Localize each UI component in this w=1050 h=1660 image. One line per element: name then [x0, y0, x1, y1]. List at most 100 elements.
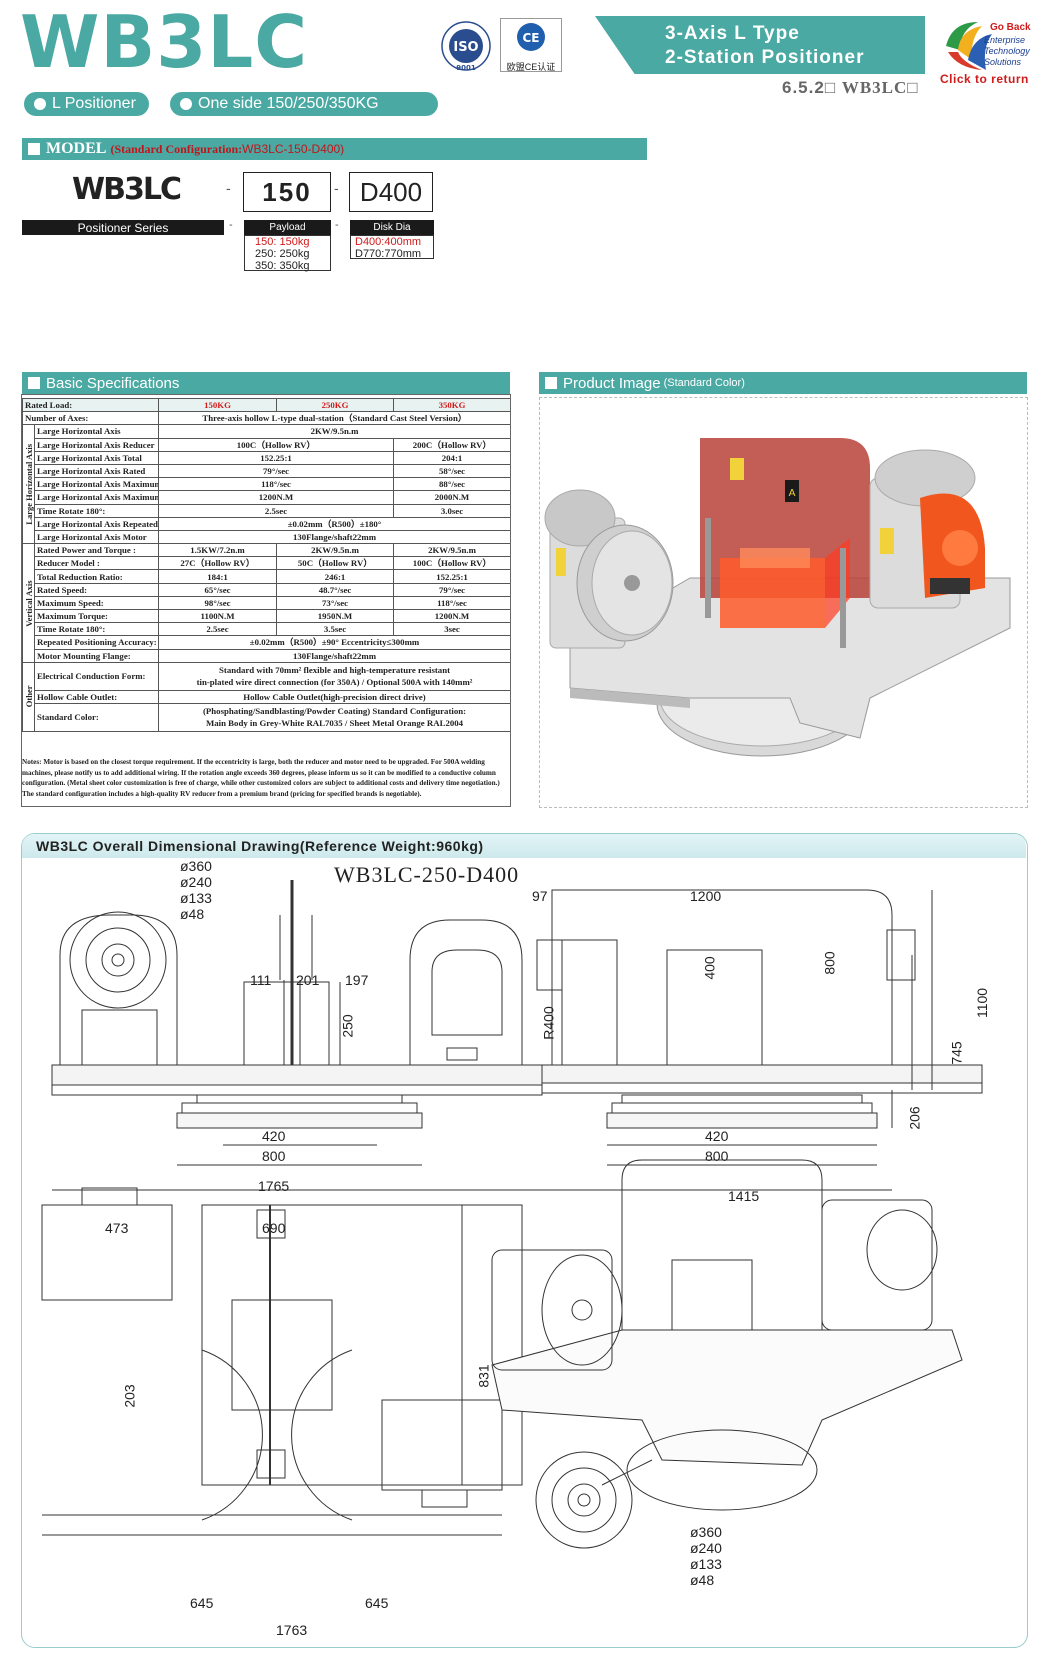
dimension-frame — [21, 833, 1028, 1648]
table-row: Time Rotate 180°: 2.5sec 3.0sec — [23, 503, 512, 518]
table-cell: Rated Load: — [21, 397, 160, 413]
table-cell: 98°/sec — [158, 595, 278, 611]
table-cell: 200C（Hollow RV） — [393, 437, 512, 452]
sign-a-icon — [785, 480, 799, 502]
dim-label: ø360 — [180, 858, 212, 874]
go-back-link[interactable]: Go Back Enterprise Technology Solutions — [938, 16, 1044, 86]
table-cell: 350KG — [393, 397, 512, 413]
spec-table: Rated Load: 150KG 250KG 350KG Number of … — [21, 397, 512, 732]
table-cell: 1.5KW/7.2n.m — [158, 543, 278, 558]
table-cell: ±0.02mm（R500）±180° — [158, 516, 512, 531]
table-cell: Total Reduction Ratio: — [33, 569, 160, 584]
dim-label: 800 — [262, 1148, 286, 1164]
dim-label: ø48 — [180, 906, 205, 922]
table-row: Hollow Cable Outlet: Hollow Cable Outlet… — [23, 689, 512, 704]
iso-9001-badge: ISO 9001 — [440, 20, 492, 72]
group-label: Vertical Axis — [22, 543, 35, 663]
product-image-section-bar: Product Image (Standard Color) — [539, 372, 1027, 394]
disk-options: D400:400mm D770:770mm — [350, 235, 434, 260]
table-cell: 246:1 — [276, 569, 395, 584]
payload-options: 150: 150kg 250: 250kg 350: 350kg — [244, 235, 331, 272]
table-row: Large Horizontal Axis Large Horizontal A… — [22, 424, 512, 544]
ce-text: CE — [522, 31, 539, 45]
dash: - — [229, 219, 233, 231]
table-cell: Large Horizontal Axis Motor — [33, 529, 160, 545]
config-value: WB3LC-150-D400) — [242, 142, 345, 156]
spec-notes: Notes: Motor is based on the closest tor… — [22, 758, 500, 798]
table-row: Rated Load: 150KG 250KG 350KG — [21, 397, 512, 413]
sign-letter: A — [789, 488, 796, 499]
go-back-text[interactable]: Go Back — [990, 22, 1031, 33]
square-icon — [28, 143, 40, 155]
table-cell: 65°/sec — [158, 582, 278, 597]
dim-label: 203 — [121, 1384, 138, 1408]
dim-label: ø133 — [690, 1556, 722, 1572]
dim-label: 1415 — [728, 1188, 760, 1204]
dim-label: ø360 — [690, 1524, 722, 1540]
cell-line: Main Body in Grey-White RAL7035 / Sheet … — [205, 718, 464, 729]
table-row: Large Horizontal Axis Rated 79°/sec 58°/… — [23, 463, 512, 479]
table-cell: 152.25:1 — [158, 450, 395, 465]
table-cell: (Phosphating/Sandblasting/Powder Coating… — [158, 702, 512, 732]
table-cell: Three-axis hollow L-type dual-station（St… — [158, 411, 512, 426]
banner-line-1: 3-Axis L Type — [665, 23, 800, 44]
dim-label: 1100 — [974, 987, 991, 1019]
cell-line: tin-plated wire direct connection (for 3… — [196, 677, 473, 688]
disk-label-bar: Disk Dia — [350, 220, 434, 235]
table-cell: 184:1 — [158, 569, 278, 584]
table-row: Large Horizontal Axis Reducer 100C（Hollo… — [23, 437, 512, 452]
payload-option: 250: 250kg — [255, 248, 310, 260]
table-cell: 88°/sec — [393, 477, 512, 492]
disk-option: D770:770mm — [355, 248, 422, 260]
logo-line-2: Technology — [984, 46, 1030, 56]
table-cell: 73°/sec — [276, 595, 395, 611]
positioner-series-bar: Positioner Series — [22, 220, 224, 235]
table-cell: 48.7°/sec — [276, 582, 395, 597]
click-to-return-link[interactable]: Click to return — [940, 72, 1029, 86]
dim-label: 97 — [532, 888, 548, 904]
spec-table-wrap: Rated Load: 150KG 250KG 350KG Number of … — [21, 397, 512, 732]
table-cell: 79°/sec — [158, 463, 395, 479]
bullet-icon — [180, 98, 192, 110]
table-cell: 2KW/9.5n.m — [393, 543, 512, 558]
logo-line-1: Enterprise — [984, 35, 1026, 45]
table-row: Total Reduction Ratio: 184:1 246:1 152.2… — [23, 569, 512, 584]
table-row: Maximum Torque: 1100N.M 1950N.M 1200N.M — [23, 608, 512, 624]
dash: - — [334, 180, 339, 196]
section-model: WB3LC — [841, 78, 908, 97]
table-cell: 1950N.M — [276, 608, 395, 624]
dim-label: 800 — [821, 951, 838, 975]
product-image-frame: A — [539, 397, 1028, 808]
table-cell: 3.0sec — [393, 503, 512, 518]
table-row: Large Horizontal Axis Maximum 118°/sec 8… — [23, 477, 512, 492]
dim-label: 690 — [262, 1220, 286, 1236]
table-cell: Reducer Model : — [33, 556, 160, 571]
dim-label: 473 — [105, 1220, 129, 1236]
table-cell: 1200N.M — [393, 608, 512, 624]
table-cell: 1200N.M — [158, 490, 395, 505]
table-cell: 3.5sec — [276, 622, 395, 637]
table-cell: Large Horizontal Axis Reducer — [33, 437, 160, 452]
table-cell: Maximum Speed: — [33, 595, 160, 611]
section-code: 6.5.2□ WB3LC□ — [782, 78, 919, 97]
table-row: Large Horizontal Axis Motor 130Flange/sh… — [23, 529, 512, 545]
iso-text: ISO — [453, 40, 478, 55]
table-cell: Standard with 70mm² flexible and high-te… — [158, 661, 512, 691]
iso-number: 9001 — [456, 64, 476, 72]
pill-label: One side 150/250/350KG — [198, 95, 379, 112]
table-cell: Rated Power and Torque : — [33, 543, 160, 558]
table-row: Repeated Positioning Accuracy: ±0.02mm（R… — [23, 635, 512, 650]
payload-option: 350: 350kg — [255, 260, 310, 272]
table-cell: Hollow Cable Outlet(high-precision direc… — [158, 689, 512, 704]
cell-line: (Phosphating/Sandblasting/Powder Coating… — [202, 706, 467, 717]
table-cell: Standard Color: — [33, 702, 160, 732]
pill-label: L Positioner — [52, 95, 136, 112]
table-cell: 100C（Hollow RV） — [158, 437, 395, 452]
table-cell: Repeated Positioning Accuracy: — [33, 635, 160, 650]
dim-label: 111 — [250, 972, 272, 988]
table-cell: 2000N.M — [393, 490, 512, 505]
dim-label: 201 — [296, 972, 320, 988]
table-cell: 130Flange/shaft22mm — [158, 648, 512, 663]
section-number: 6.5.2 — [782, 78, 825, 97]
table-cell: 152.25:1 — [393, 569, 512, 584]
